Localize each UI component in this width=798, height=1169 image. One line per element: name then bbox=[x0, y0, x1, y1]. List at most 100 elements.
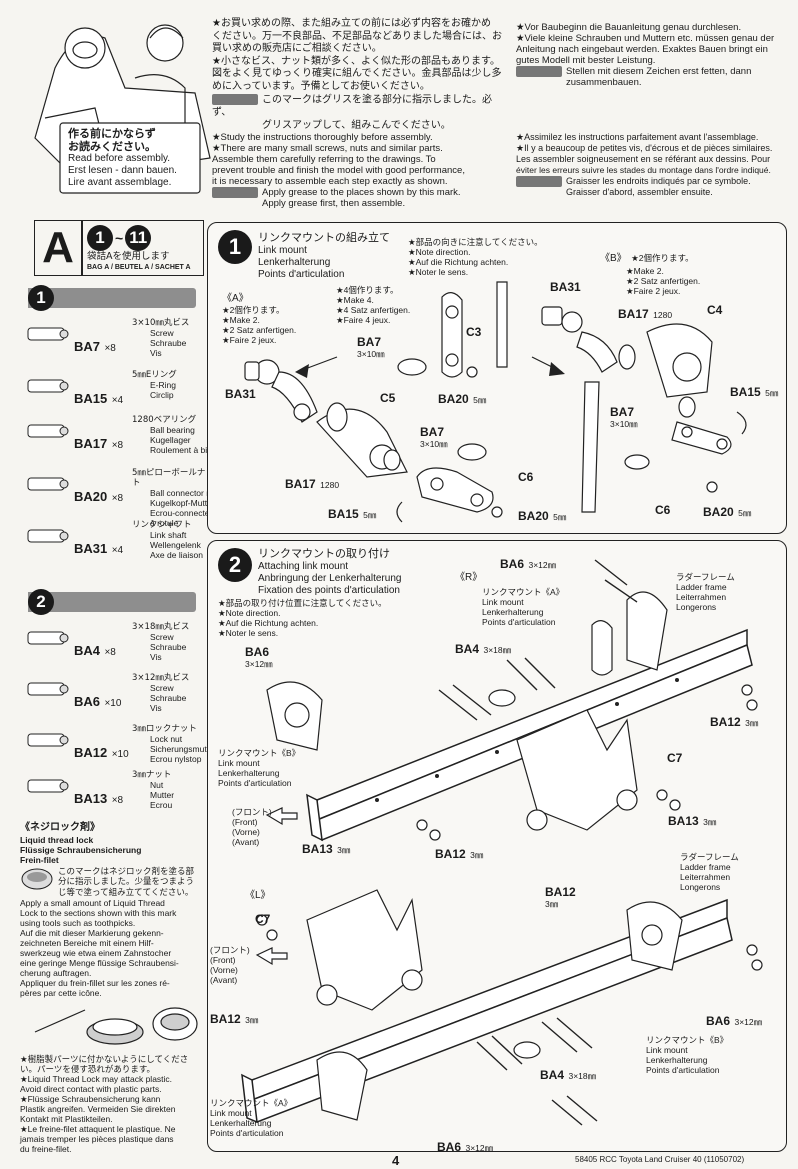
read-first-box: 作る前にかならず お読みください。 Read before assembly. … bbox=[68, 127, 177, 189]
step2-title: リンクマウントの取り付け Attaching link mount Anbrin… bbox=[258, 547, 402, 597]
de-line: ★Viele kleine Schrauben und Muttern etc.… bbox=[516, 33, 775, 44]
label-ba6: BA6 3×12㎜ bbox=[437, 1140, 494, 1154]
text-line: ★Liquid Thread Lock may attack plastic. bbox=[20, 1074, 173, 1084]
step1-note: ★部品の向きに注意してください。 ★Note direction. ★Auf d… bbox=[408, 237, 543, 277]
part-jp: 3㎜ロックナット bbox=[132, 724, 197, 734]
note-line: ★Note direction. bbox=[218, 608, 281, 618]
group-a-line: ★2 Satz anfertigen. bbox=[222, 325, 297, 335]
thread-lock-jp: 分に指示しました。少量をつまよう bbox=[58, 877, 195, 887]
part-icon bbox=[27, 379, 69, 393]
thread-lock-bottle-illustration bbox=[34, 1007, 198, 1045]
c7-lower-drawing bbox=[306, 889, 423, 1011]
part-desc: Vis bbox=[150, 703, 162, 713]
label-ba17: BA17 1280 bbox=[618, 307, 673, 321]
part-desc: Axe de liaison bbox=[150, 550, 203, 560]
bag-jp: 袋詰Aを使用します bbox=[87, 251, 170, 262]
step1-diagram bbox=[244, 281, 747, 523]
part-desc: Roulement à billes bbox=[150, 445, 220, 455]
range-end: 11 bbox=[125, 225, 152, 251]
header-fr-column: ★Assimilez les instructions parfaitement… bbox=[516, 132, 794, 198]
step2-title-jp: リンクマウントの取り付け bbox=[258, 547, 390, 560]
group-mid-line: ★Faire 4 jeux. bbox=[336, 315, 391, 325]
group-a-line: ★Make 2. bbox=[222, 315, 260, 325]
en-grease-line: Apply grease first, then assemble. bbox=[262, 198, 406, 210]
bag-info-box: 1 ~ 11 袋詰Aを使用します BAG A / BEUTEL A / SACH… bbox=[82, 220, 204, 276]
mechanics-illustration bbox=[34, 24, 211, 194]
bag-letter-box: A bbox=[34, 220, 82, 276]
note-line: ★Noter le sens. bbox=[218, 628, 279, 638]
label-ba12: BA12 3㎜ bbox=[210, 1012, 259, 1026]
text-line: du freine-filet. bbox=[20, 1144, 72, 1154]
part-qty: ×8 bbox=[111, 493, 124, 504]
part-desc: Schraube bbox=[150, 338, 187, 348]
ladder-frame-r-holes bbox=[375, 678, 679, 802]
label-ba20: BA20 5㎜ bbox=[438, 392, 487, 406]
thread-lock-icon bbox=[21, 868, 53, 889]
thread-lock-illustration bbox=[30, 1002, 200, 1057]
de-line: ★Vor Baubeginn die Bauanleitung genau du… bbox=[516, 22, 742, 33]
part-qty: ×4 bbox=[111, 395, 124, 406]
range-start: 1 bbox=[87, 225, 113, 251]
l-side-label: 《L》 bbox=[245, 890, 271, 901]
thread-lock-title: Frein-filet bbox=[20, 854, 59, 865]
note-line: ★部品の向きに注意してください。 bbox=[408, 237, 543, 247]
part-jp: 3×10㎜丸ビス bbox=[132, 318, 190, 328]
part-code: BA4 bbox=[74, 643, 101, 658]
jp-grease-line: グリスアップして、組みこんでください。 bbox=[262, 119, 451, 131]
note-line: ★部品の取り付け位置に注意してください。 bbox=[218, 598, 387, 608]
jp-line: めに入っています。予備としてお使いください。 bbox=[212, 80, 430, 92]
link-mount-a-lower bbox=[316, 1051, 368, 1121]
jp-line: ★お買い求めの際、また組み立ての前には必ず内容をお確かめ bbox=[212, 18, 491, 29]
jp-line: ください。万一不良部品、不足部品などありました場合には、お bbox=[212, 30, 502, 42]
part-jp: 3×18㎜丸ビス bbox=[132, 622, 190, 632]
step1-title-line: Lenkerhalterung bbox=[258, 256, 331, 268]
step2-title-line: Anbringung der Lenkerhalterung bbox=[258, 572, 402, 584]
part-icon bbox=[27, 477, 69, 491]
read-first-fr: Lire avant assemblage. bbox=[68, 177, 172, 188]
front-callout-lower: (フロント)(Front)(Vorne)(Avant) bbox=[210, 945, 250, 985]
range-sep: ~ bbox=[115, 230, 124, 246]
part-icon bbox=[27, 682, 69, 696]
text-line: ★樹脂製パーツに付かないようにしてくださ bbox=[20, 1054, 189, 1064]
part-jp: 5㎜ピローボールナット bbox=[132, 468, 214, 488]
grease-icon bbox=[212, 94, 258, 105]
label-ba15: BA15 5㎜ bbox=[328, 507, 377, 521]
thread-lock-warning: ★樹脂製パーツに付かないようにしてください。パーツを侵す恐れがあります。★Liq… bbox=[20, 1054, 212, 1154]
step1-title-jp: リンクマウントの組み立て bbox=[258, 231, 390, 244]
step1-bar bbox=[28, 288, 196, 308]
label-ba12: BA12 3㎜ bbox=[710, 715, 759, 729]
text-line: using tools such as toothpicks. bbox=[20, 918, 136, 928]
read-first-de: Erst lesen - dann bauen. bbox=[68, 165, 177, 176]
read-first-jp: 作る前にかならず お読みください。 bbox=[68, 127, 156, 153]
header-jp-column: ★お買い求めの際、また組み立ての前には必ず内容をお確かめ ください。万一不良部品… bbox=[212, 18, 502, 132]
group-b-line: ★Faire 2 jeux. bbox=[626, 286, 681, 296]
fr-grease-line: Graisser les endroits indiqués par ce sy… bbox=[566, 176, 751, 186]
group-b-line: ★Make 2. bbox=[626, 266, 664, 276]
link-mount-b-lower bbox=[626, 901, 683, 971]
part-desc: Link shaft bbox=[150, 530, 187, 540]
grease-icon bbox=[516, 176, 562, 188]
step1-title-line: Link mount bbox=[258, 244, 307, 256]
part-jp: 1280ベアリング bbox=[132, 415, 197, 425]
header-illustration bbox=[15, 8, 215, 198]
fr-line: éviter les erreurs suivre les stades du … bbox=[516, 165, 771, 175]
group-b-line: ★2個作ります。 bbox=[631, 253, 694, 263]
part-desc: Ecrou nylstop bbox=[150, 754, 202, 764]
part-desc: Mutter bbox=[150, 790, 175, 800]
c3-drawing bbox=[397, 281, 565, 378]
part-desc: Ball connector nut bbox=[150, 488, 219, 498]
label-c7: C7 bbox=[255, 912, 271, 926]
fr-line: Les assembler soigneusement en se référa… bbox=[516, 154, 771, 164]
label-c4: C4 bbox=[707, 303, 723, 317]
text-line: Lock to the sections shown with this mar… bbox=[20, 908, 177, 918]
en-line: Assemble them carefully referring to the… bbox=[212, 154, 436, 165]
c7-upper-drawing bbox=[516, 709, 638, 831]
footer-code: 58405 RCC Toyota Land Cruiser 40 (110507… bbox=[575, 1155, 745, 1164]
